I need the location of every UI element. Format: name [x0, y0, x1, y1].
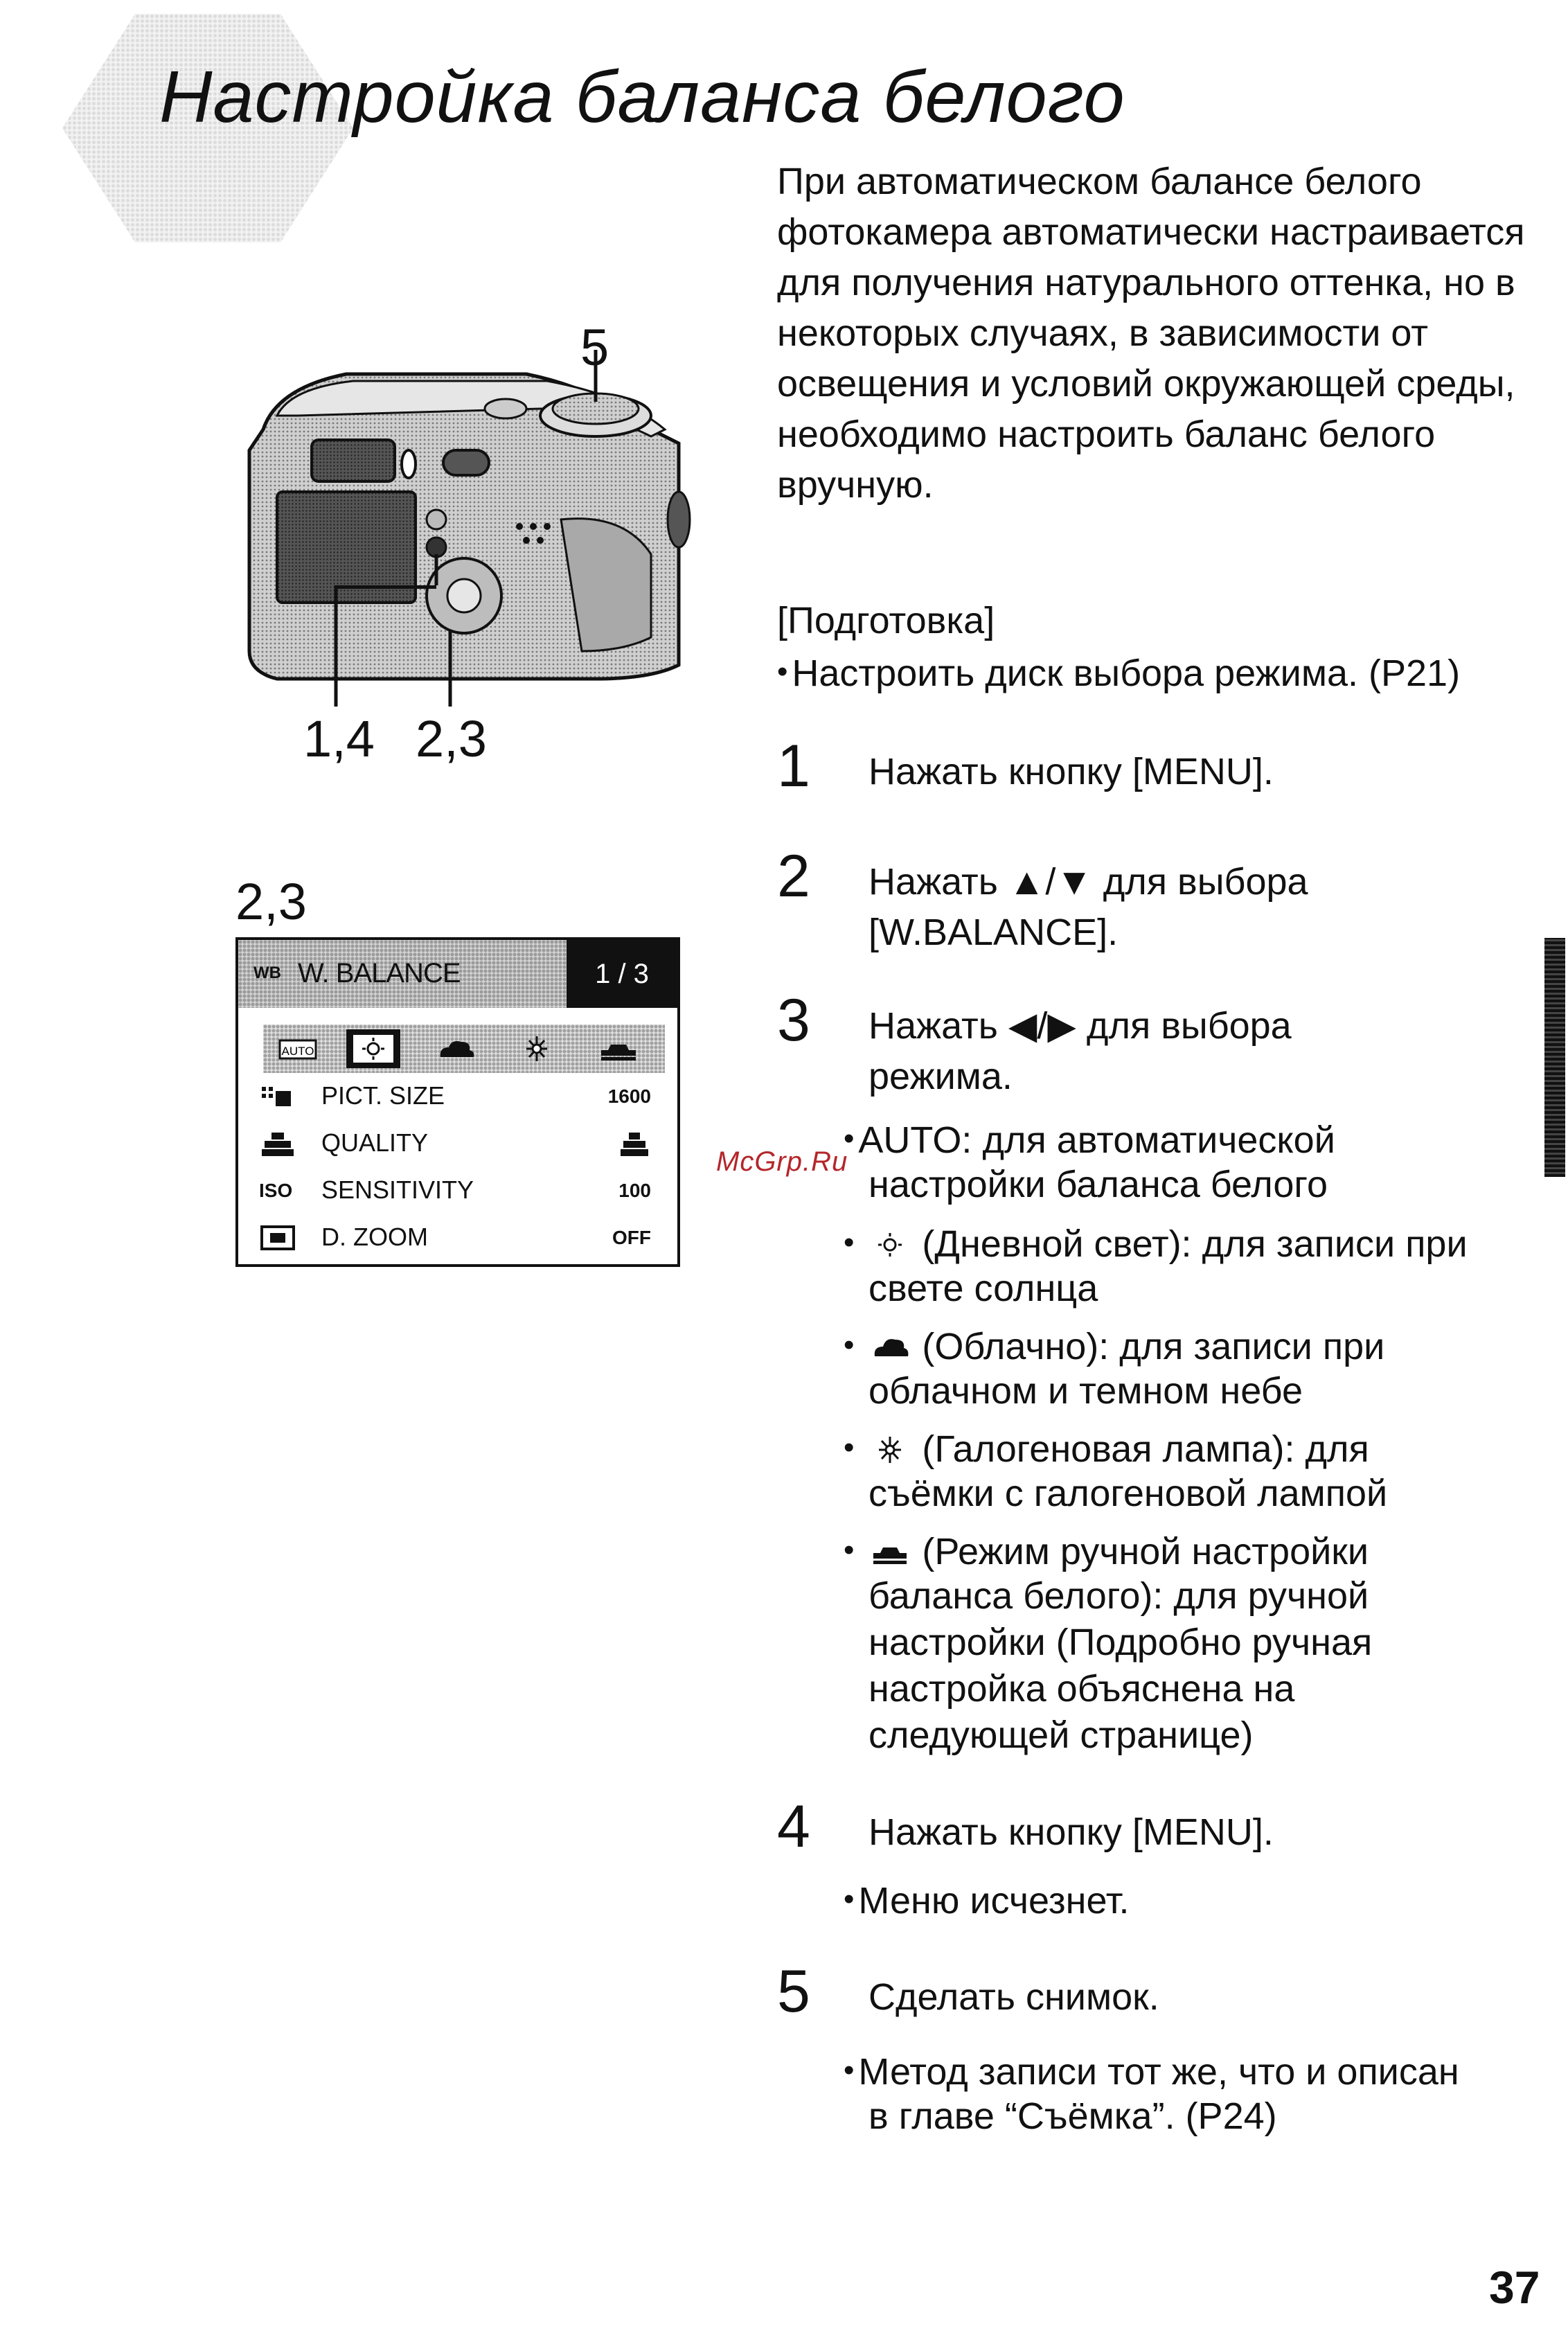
- manual-wb-icon[interactable]: [589, 1028, 648, 1070]
- bullet-text: Меню исчезнет.: [858, 1880, 1130, 1922]
- camera-illustration: [247, 350, 691, 707]
- step-text: Нажать кнопку [MENU].: [868, 751, 1274, 792]
- step-number: 2: [777, 843, 810, 910]
- page-title: Настройка баланса белого: [159, 56, 1125, 138]
- menu-value: 100: [618, 1180, 651, 1201]
- cloudy-icon[interactable]: [425, 1028, 485, 1070]
- side-tab-marker: [1544, 938, 1565, 1177]
- step-text: Нажать ◀/▶ для выбора режима.: [868, 1005, 1292, 1097]
- menu-callout-2-3: 2,3: [235, 873, 307, 930]
- menu-row-sensitivity[interactable]: ISO SENSITIVITY 100: [238, 1167, 677, 1214]
- svg-text:AUTO: AUTO: [282, 1045, 314, 1058]
- iso-icon: ISO: [259, 1180, 293, 1201]
- halogen-icon: [879, 1437, 902, 1463]
- callout-2-3: 2,3: [416, 710, 487, 768]
- wb-option-strip: AUTO: [263, 1024, 665, 1073]
- intro-paragraph: При автоматическом балансе белого фотока…: [777, 161, 1525, 506]
- step-text: Сделать снимок.: [868, 1976, 1159, 2018]
- manual-wb-icon: [873, 1547, 907, 1564]
- step-number: 3: [777, 987, 810, 1054]
- menu-row-d-zoom[interactable]: D. ZOOM OFF: [238, 1214, 677, 1261]
- digital-zoom-icon: [260, 1225, 295, 1250]
- bullet-dot: •: [844, 1121, 855, 1155]
- step5-bullet-cont: в главе “Съёмка”. (P24): [868, 2095, 1277, 2137]
- bullet-manual-cont: настройки (Подробно ручная: [868, 1622, 1373, 1663]
- daylight-icon[interactable]: [344, 1028, 403, 1070]
- bullet-halogen-cont: съёмки с галогеновой лампой: [868, 1473, 1388, 1514]
- menu-row-quality[interactable]: QUALITY: [238, 1120, 677, 1167]
- watermark: McGrp.Ru: [716, 1146, 848, 1177]
- quality-value-icon: [621, 1133, 648, 1156]
- bullet-cloudy-cont: облачном и темном небе: [868, 1370, 1303, 1412]
- menu-header: WB W. BALANCE 1 / 3: [238, 940, 677, 1008]
- menu-label: D. ZOOM: [321, 1223, 428, 1251]
- cloudy-icon: [875, 1339, 909, 1356]
- bullet-manual-cont: следующей странице): [868, 1714, 1254, 1756]
- bullet-manual: • (Режим ручной настройки: [844, 1527, 1369, 1575]
- halogen-icon[interactable]: [507, 1028, 567, 1070]
- step5-bullet: •Метод записи тот же, что и описан: [844, 2047, 1459, 2095]
- step-number: 4: [777, 1793, 810, 1860]
- auto-icon[interactable]: AUTO: [269, 1028, 328, 1070]
- callout-1-4: 1,4: [303, 710, 375, 768]
- bullet-cloudy: • (Облачно): для записи при: [844, 1322, 1384, 1370]
- bullet-text: (Дневной свет): для записи при: [922, 1223, 1468, 1265]
- quality-icon: [262, 1133, 294, 1156]
- menu-label: SENSITIVITY: [321, 1176, 474, 1204]
- menu-label: QUALITY: [321, 1128, 429, 1157]
- wb-tag: WB: [253, 964, 281, 982]
- preparation-heading: [Подготовка]: [777, 600, 995, 641]
- bullet-auto-cont: настройки баланса белого: [868, 1164, 1328, 1205]
- step-text: Нажать ▲/▼ для выбора [W.BALANCE].: [868, 861, 1308, 953]
- menu-page-indicator: 1 / 3: [567, 940, 677, 1008]
- bullet-halogen: • (Галогеновая лампа): для: [844, 1424, 1369, 1473]
- daylight-icon: [878, 1233, 902, 1257]
- bullet-text: AUTO: для автоматической: [858, 1119, 1335, 1161]
- bullet-dot: •: [844, 1533, 855, 1567]
- picture-size-icon: [262, 1087, 291, 1106]
- bullet-dot: •: [844, 1225, 855, 1259]
- bullet-daylight: • (Дневной свет): для записи при: [844, 1219, 1468, 1268]
- bullet-daylight-cont: свете солнца: [868, 1268, 1098, 1309]
- bullet-dot: •: [844, 1430, 855, 1464]
- callout-5: 5: [580, 319, 609, 376]
- bullet-dot: •: [844, 1328, 855, 1362]
- bullet-dot: •: [844, 2053, 855, 2087]
- bullet-manual-cont: настройка объяснена на: [868, 1668, 1295, 1710]
- menu-label: PICT. SIZE: [321, 1081, 445, 1110]
- step4-bullet: •Меню исчезнет.: [844, 1876, 1129, 1924]
- menu-title: W. BALANCE: [298, 958, 461, 988]
- step-text: Нажать кнопку [MENU].: [868, 1811, 1274, 1853]
- bullet-manual-cont: баланса белого): для ручной: [868, 1575, 1369, 1617]
- step-number: 1: [777, 733, 810, 799]
- bullet-text: (Облачно): для записи при: [922, 1326, 1385, 1367]
- bullet-dot: •: [844, 1882, 855, 1916]
- step-number: 5: [777, 1958, 810, 2025]
- menu-value: OFF: [612, 1227, 651, 1248]
- bullet-dot: •: [777, 655, 788, 689]
- bullet-auto: •AUTO: для автоматической: [844, 1115, 1335, 1164]
- menu-value: 1600: [607, 1085, 651, 1107]
- menu-row-pict-size[interactable]: PICT. SIZE 1600: [238, 1073, 677, 1120]
- preparation-bullet: •Настроить диск выбора режима. (P21): [777, 646, 1460, 699]
- title-hexagon-pattern: [62, 14, 353, 242]
- bullet-text: Метод записи тот же, что и описан: [858, 2051, 1459, 2093]
- bullet-text: (Режим ручной настройки: [922, 1531, 1369, 1572]
- preparation-bullet-text: Настроить диск выбора режима. (P21): [792, 653, 1461, 694]
- page-number: 37: [1489, 2262, 1540, 2313]
- wb-menu-screen: WB W. BALANCE 1 / 3 AUTO PICT. S: [235, 937, 680, 1267]
- bullet-text: (Галогеновая лампа): для: [922, 1428, 1369, 1470]
